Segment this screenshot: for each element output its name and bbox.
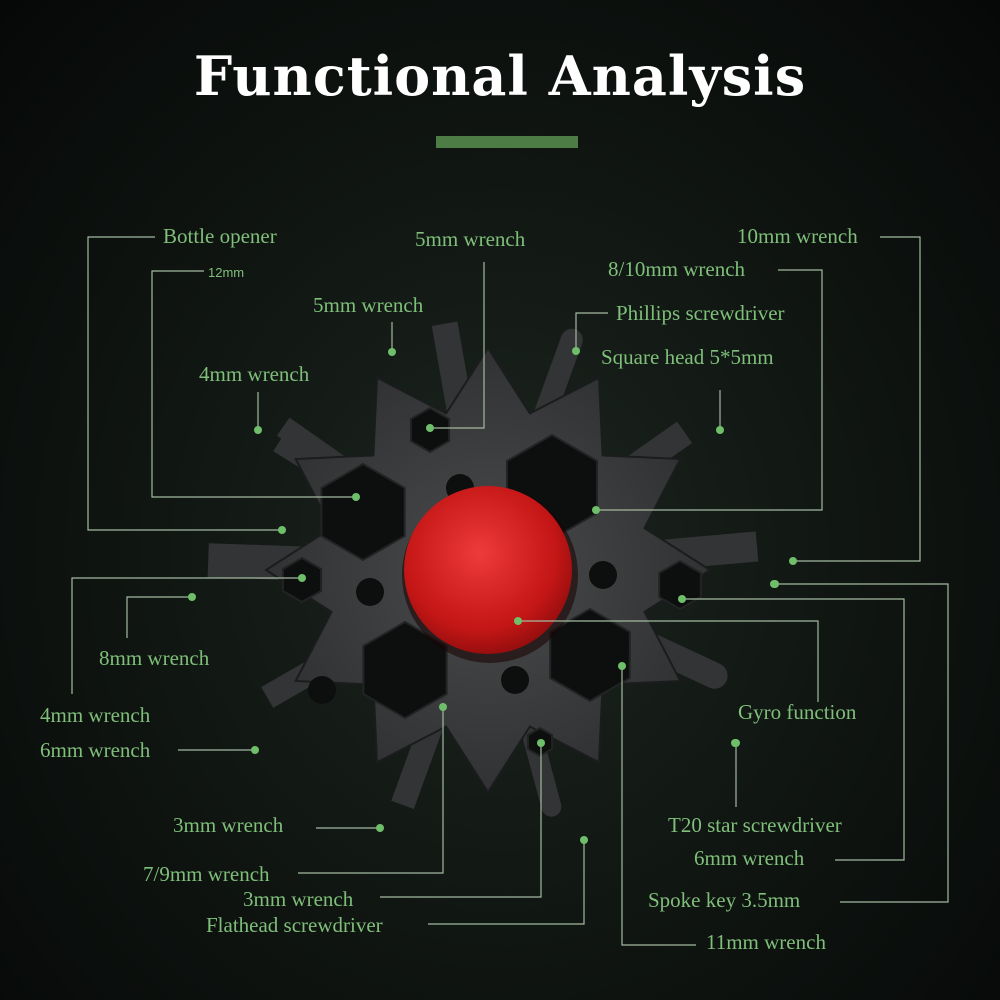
leader-4mm-lower (71, 577, 302, 694)
leader-dot (572, 347, 580, 355)
leader-bottle-opener (87, 236, 282, 531)
leader-5mm-top (430, 262, 485, 429)
label-5mm-wrench-top: 5mm wrench (415, 227, 526, 251)
leader-dot (771, 580, 779, 588)
label-6mm-wrench-right: 6mm wrench (694, 846, 805, 870)
leader-dot (426, 424, 434, 432)
leader-dot (298, 574, 306, 582)
leader-7-9mm (298, 707, 444, 874)
label-phillips-screwdriver: Phillips screwdriver (616, 301, 785, 325)
leader-8mm (126, 596, 192, 638)
leader-11mm (621, 666, 696, 946)
label-flathead-screwdriver: Flathead screwdriver (206, 913, 383, 937)
label-4mm-wrench-lower: 4mm wrench (40, 703, 151, 727)
leader-flathead (428, 840, 585, 925)
wrench-holes (281, 406, 702, 758)
leader-dot (537, 739, 545, 747)
round-hole (308, 676, 336, 704)
leader-dot (716, 426, 724, 434)
label-4mm-wrench-upper: 4mm wrench (199, 362, 310, 386)
leader-10mm (793, 236, 921, 562)
label-3mm-wrench-a: 3mm wrench (173, 813, 284, 837)
leader-8-10mm (596, 269, 823, 511)
leader-dot (678, 595, 686, 603)
leader-dot (388, 348, 396, 356)
page-title: Functional Analysis (193, 44, 807, 108)
gyro-button (404, 486, 572, 654)
leader-dot (188, 593, 196, 601)
leader-gyro (518, 620, 819, 702)
leader-dot (439, 703, 447, 711)
callout-labels: Bottle opener 12mm 5mm wrench 5mm wrench… (40, 224, 858, 954)
leader-phillips (575, 312, 608, 351)
leader-dot (731, 739, 739, 747)
label-t20-star-screwdriver: T20 star screwdriver (668, 813, 842, 837)
label-6mm-wrench-left: 6mm wrench (40, 738, 151, 762)
round-hole (501, 666, 529, 694)
label-bottle-opener: Bottle opener (163, 224, 277, 248)
leader-dot (618, 662, 626, 670)
leader-dot (352, 493, 360, 501)
leader-lines (71, 236, 949, 946)
leader-dot (514, 617, 522, 625)
leader-dot (592, 506, 600, 514)
hex-hole-large (320, 462, 406, 562)
leader-dot (376, 824, 384, 832)
leader-dot (251, 746, 259, 754)
label-5mm-wrench-inner: 5mm wrench (313, 293, 424, 317)
leader-dot (254, 426, 262, 434)
label-12mm: 12mm (208, 265, 244, 280)
snowflake-multitool (207, 321, 759, 817)
label-11mm-wrench: 11mm wrench (706, 930, 826, 954)
leader-dot (789, 557, 797, 565)
leader-dot (580, 836, 588, 844)
leader-dot (278, 526, 286, 534)
label-7-9mm-wrench: 7/9mm wrench (143, 862, 270, 886)
label-8-10mm-wrench: 8/10mm wrench (608, 257, 746, 281)
label-spoke-key: Spoke key 3.5mm (648, 888, 800, 912)
hex-hole-small (658, 559, 702, 611)
label-square-head: Square head 5*5mm (601, 345, 774, 369)
label-gyro-function: Gyro function (738, 700, 857, 724)
label-3mm-wrench-b: 3mm wrench (243, 887, 354, 911)
leader-3mm-b (380, 743, 542, 898)
leader-dots (188, 347, 797, 844)
round-hole (356, 578, 384, 606)
leader-12mm (151, 270, 356, 498)
title-underline (436, 136, 578, 148)
label-10mm-wrench: 10mm wrench (737, 224, 858, 248)
leader-6mm-right (682, 598, 905, 861)
round-hole (589, 561, 617, 589)
label-8mm-wrench: 8mm wrench (99, 646, 210, 670)
leader-spoke-key (774, 583, 949, 903)
